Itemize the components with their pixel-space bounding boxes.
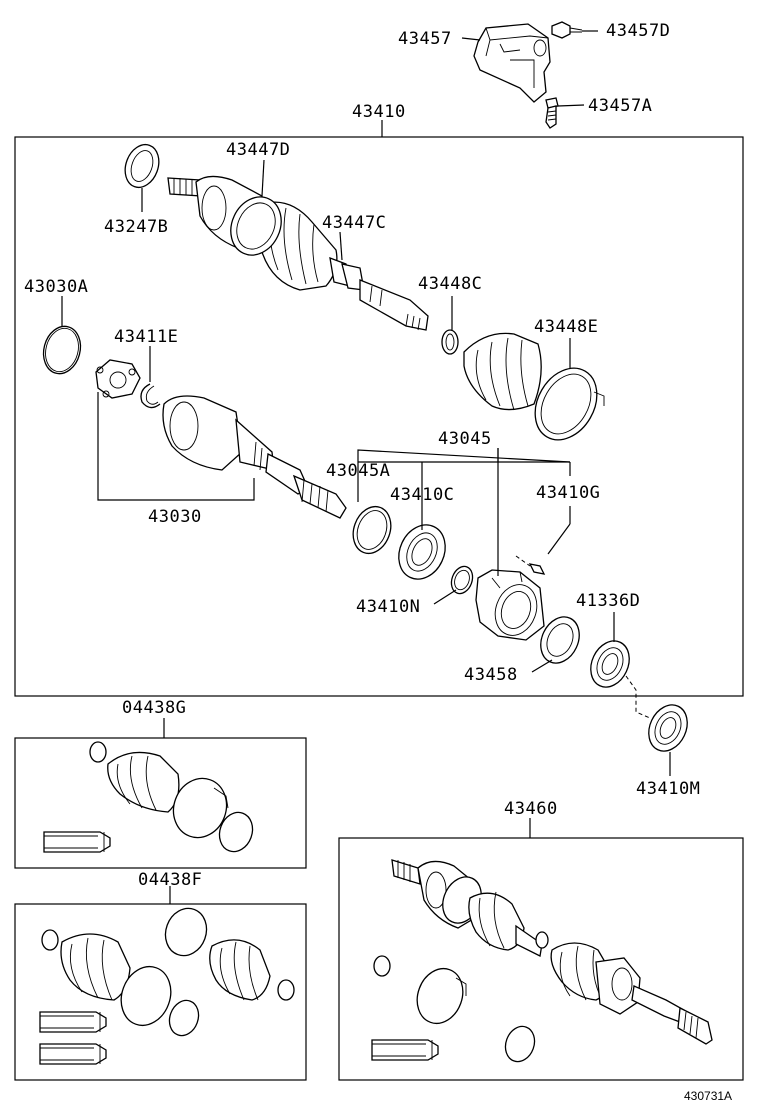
label-43030a: 43030A	[24, 277, 88, 297]
label-43410: 43410	[352, 102, 406, 122]
label-43045a: 43045A	[326, 461, 390, 481]
kit-43460-parts	[371, 859, 713, 1063]
label-04438g: 04438G	[122, 698, 186, 718]
seal-43410m	[648, 704, 688, 752]
clamp-43447d	[230, 196, 282, 256]
label-43410n: 43410N	[356, 597, 420, 617]
bolt-43457a	[545, 97, 559, 129]
pin-43410g	[515, 555, 546, 575]
kit-43460-box	[338, 837, 744, 1081]
kit-04438f-parts	[39, 907, 295, 1065]
ring-43247b	[124, 143, 160, 189]
leader-lines	[61, 120, 671, 776]
label-43410m: 43410M	[636, 779, 700, 799]
diagram-reference-number: 430731A	[684, 1089, 732, 1103]
tripod-spider-43411e	[95, 359, 141, 399]
center-bearing-housing-43045	[475, 569, 545, 641]
label-43448c: 43448C	[418, 274, 482, 294]
label-43458: 43458	[464, 665, 518, 685]
bolt-43457d	[551, 21, 583, 39]
snap-ring-43045a	[352, 505, 392, 555]
bearing-43410c	[398, 524, 446, 580]
seal-41336d	[590, 640, 630, 688]
kit-04438g-box	[14, 737, 307, 869]
circlip	[140, 383, 161, 409]
label-43447d: 43447D	[226, 140, 290, 160]
label-43447c: 43447C	[322, 213, 386, 233]
snap-ring-43410n	[450, 565, 474, 595]
label-43410c: 43410C	[390, 485, 454, 505]
part-labels: 43457 43457D 43457A 43410 43447D 43247B …	[24, 21, 732, 1103]
label-43045: 43045	[438, 429, 492, 449]
label-43411e: 43411E	[114, 327, 178, 347]
label-43247b: 43247B	[104, 217, 168, 237]
bearing-bracket-43457	[473, 23, 551, 103]
inner-joint-43030	[162, 395, 347, 519]
snap-ring-43030a	[42, 325, 82, 375]
label-43448e: 43448E	[534, 317, 598, 337]
main-assembly-box	[14, 136, 744, 697]
label-43457: 43457	[398, 29, 452, 49]
label-43457d: 43457D	[606, 21, 670, 41]
kit-04438g-parts	[43, 741, 254, 853]
label-43460: 43460	[504, 799, 558, 819]
label-43457a: 43457A	[588, 96, 652, 116]
kit-04438f-box	[14, 903, 307, 1081]
label-04438f: 04438F	[138, 870, 202, 890]
label-41336d: 41336D	[576, 591, 640, 611]
label-43030: 43030	[148, 507, 202, 527]
label-43410g: 43410G	[536, 483, 600, 503]
